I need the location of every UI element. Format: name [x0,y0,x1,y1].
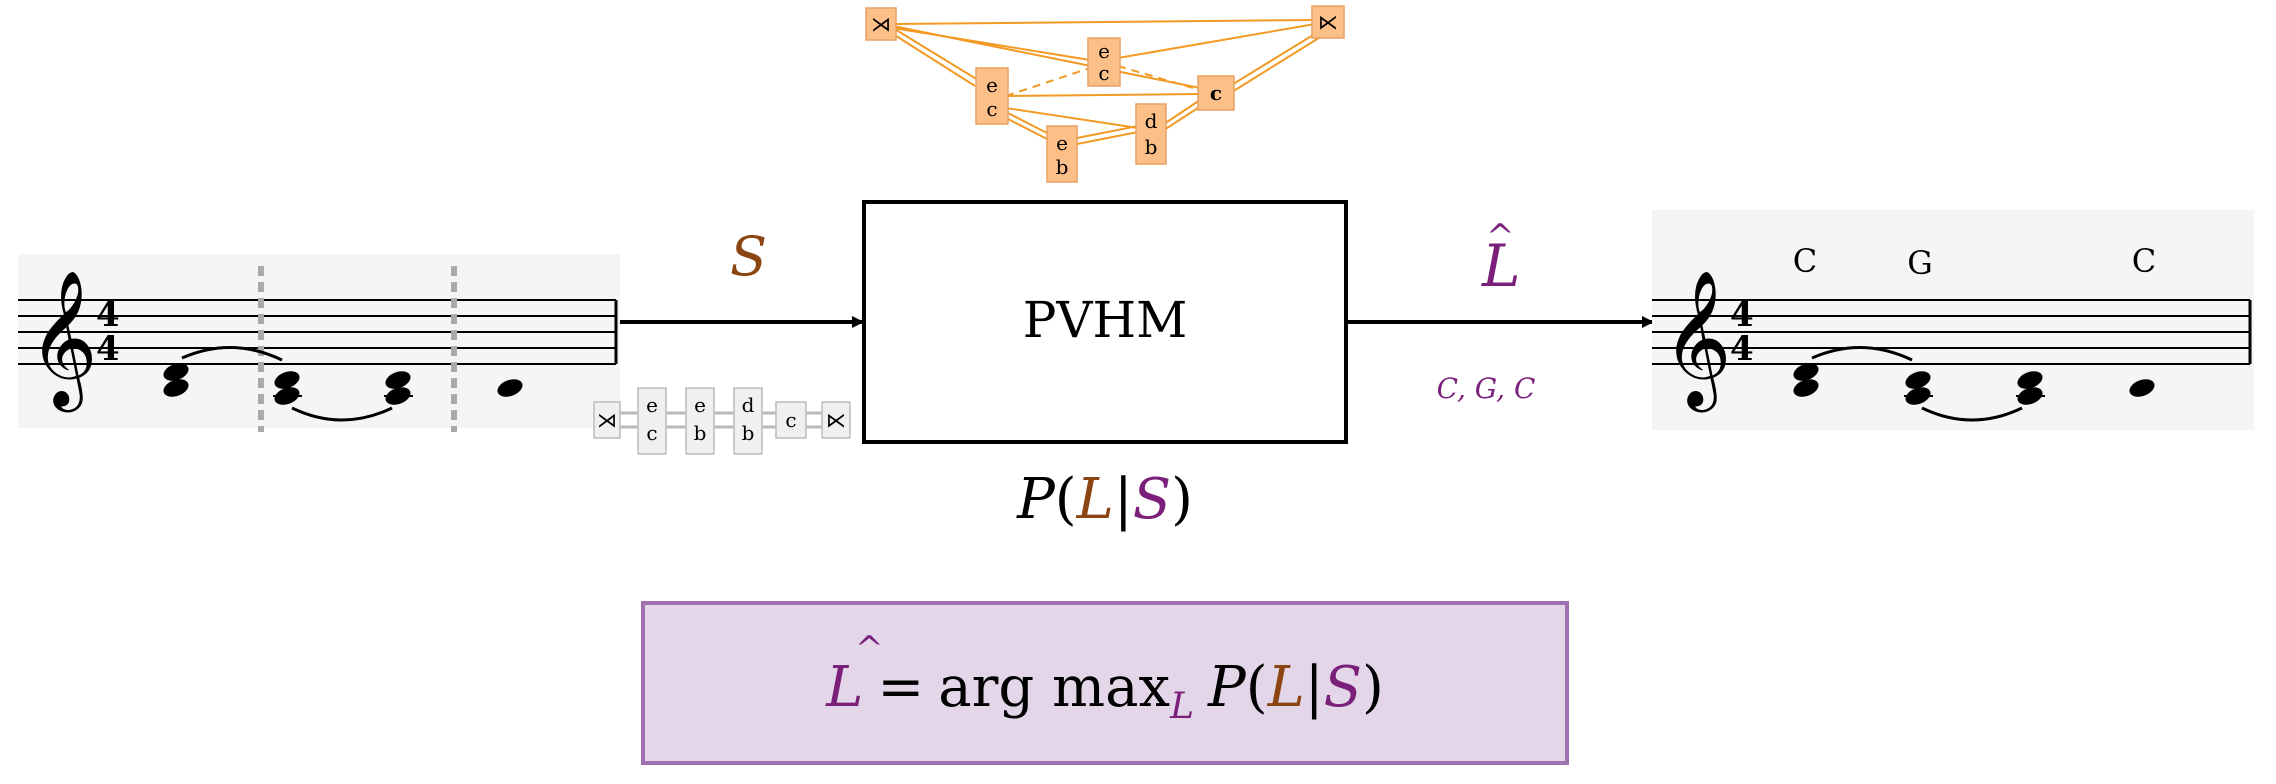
svg-text:b: b [694,421,707,445]
chord-label-2: G [1907,244,1933,282]
input-seq-start-label: ⋊ [597,408,617,432]
output-tie-1 [1811,346,1913,362]
svg-text:c: c [986,97,997,121]
svg-text:e: e [694,393,706,417]
input-symbol: S [730,225,767,288]
lattice-node-end: ⋉ [1311,5,1345,39]
input-seq-node-eb: e b [685,387,715,455]
output-symbol-hat: ^ [1486,217,1515,257]
tie-2 [291,406,393,422]
model-prob-L: L [1076,467,1114,532]
formula-sub: L [1169,686,1194,727]
formula-S: S [1324,655,1362,720]
chord-label-3: C [2132,242,2156,280]
output-tie-2 [1921,406,2023,422]
output-sequence: C, G, C [1437,372,1536,405]
input-seq-end-label: ⋉ [826,408,846,432]
output-staff-lines [1652,299,2252,365]
input-notes [163,363,523,405]
lattice-node-db: d b [1135,103,1167,165]
tie-1 [181,346,283,362]
output-score: 𝄞 4 4 C G C [1652,210,2254,430]
lattice-start-label: ⋊ [871,12,891,36]
output-treble-clef-icon: 𝄞 [1662,268,1732,412]
model-probability: P(L|S) [1016,467,1193,532]
time-signature-bottom: 4 [96,329,120,369]
lattice-node-start: ⋊ [865,7,897,41]
model-prob-open: ( [1055,467,1077,532]
svg-text:e: e [986,73,998,97]
model-prob-close: ) [1171,467,1193,532]
svg-text:e: e [1056,131,1068,155]
formula-L: L [1267,655,1305,720]
svg-text:c: c [785,408,796,432]
input-seq-node-db: d b [733,387,763,455]
formula-argmax: arg max [938,655,1170,720]
svg-text:e: e [646,393,658,417]
svg-text:b: b [742,421,755,445]
output-score-background [1652,210,2254,430]
formula-eq: = [877,655,924,720]
output-time-signature-bottom: 4 [1730,329,1754,369]
model-prob-S: S [1133,467,1171,532]
time-signature-top: 4 [96,295,120,335]
input-seq-node-start: ⋊ [593,401,621,439]
svg-text:c: c [646,421,657,445]
chord-label-1: C [1793,242,1817,280]
output-symbol: L [1481,232,1521,300]
input-sequence: ⋊ e c e b d b c ⋉ [593,387,851,455]
model-prob-bar: | [1114,467,1133,532]
formula-bar: | [1305,655,1324,720]
output-time-signature-top: 4 [1730,295,1754,335]
formula-open: ( [1246,655,1268,720]
svg-text:c: c [1210,81,1222,105]
input-staff-lines [18,299,618,365]
input-seq-node-c: c [775,401,807,439]
formula-P: P [1207,655,1247,720]
treble-clef-icon: 𝄞 [28,268,98,412]
model-prob-P: P [1016,467,1056,532]
formula-lhs: L [825,655,863,720]
svg-text:b: b [1056,155,1069,179]
input-score: 𝄞 4 4 [18,254,620,432]
pvhm-model-box [862,200,1348,444]
output-notes [1793,363,2155,405]
svg-text:c: c [1098,61,1109,85]
pvhm-label: PVHM [1023,291,1188,349]
lattice-node-ec-left: e c [975,67,1009,125]
lattice: ⋊ e c e c e b d b c ⋉ [865,5,1345,183]
formula-box [641,601,1569,765]
lattice-node-ec-middle: e c [1087,37,1121,87]
svg-text:d: d [1145,109,1158,133]
formula-hat: ^ [855,629,884,669]
svg-text:b: b [1145,135,1158,159]
svg-text:e: e [1098,39,1110,63]
input-seq-node-end: ⋉ [821,401,851,439]
svg-text:d: d [742,393,755,417]
lattice-node-c: c [1197,75,1235,111]
lattice-node-eb: e b [1046,125,1078,183]
input-score-background [18,254,620,428]
lattice-end-label: ⋉ [1318,10,1338,34]
formula-close: ) [1362,655,1384,720]
input-seq-node-ec: e c [637,387,667,455]
